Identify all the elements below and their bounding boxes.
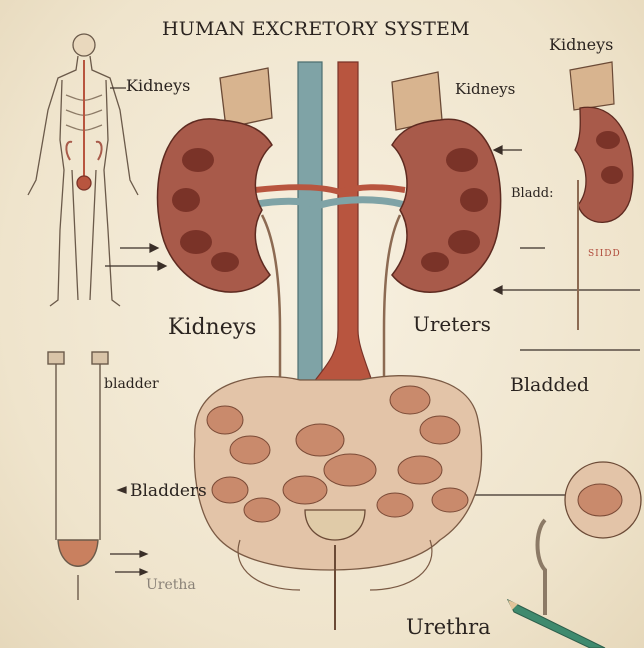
label-kidneys-main: Kidneys	[168, 317, 256, 339]
left-urinary-sketch	[48, 352, 108, 600]
human-figure	[28, 34, 138, 306]
label-bladder-left: bladder	[104, 377, 159, 391]
central-vessels	[250, 62, 405, 400]
label-kidneys-far-right: Kidneys	[549, 37, 613, 53]
label-kidneys-top: Kidneys	[126, 78, 190, 94]
label-ureters: Ureters	[413, 314, 491, 334]
pelvis-intestines	[194, 376, 481, 630]
pencil-icon	[508, 600, 605, 648]
label-urethra: Urethra	[406, 617, 491, 638]
far-right-bladder-sketch	[538, 462, 642, 615]
label-stamp: SIIDD	[588, 250, 621, 259]
label-bladded: Bladded	[510, 376, 589, 395]
diagram-title: HUMAN EXCRETORY SYSTEM	[162, 20, 470, 39]
label-kidneys-right: Kidneys	[455, 82, 515, 97]
label-bladders: Bladders	[130, 483, 207, 500]
label-bladd: Bladd:	[511, 187, 554, 200]
label-uretha: Uretha	[146, 578, 196, 592]
